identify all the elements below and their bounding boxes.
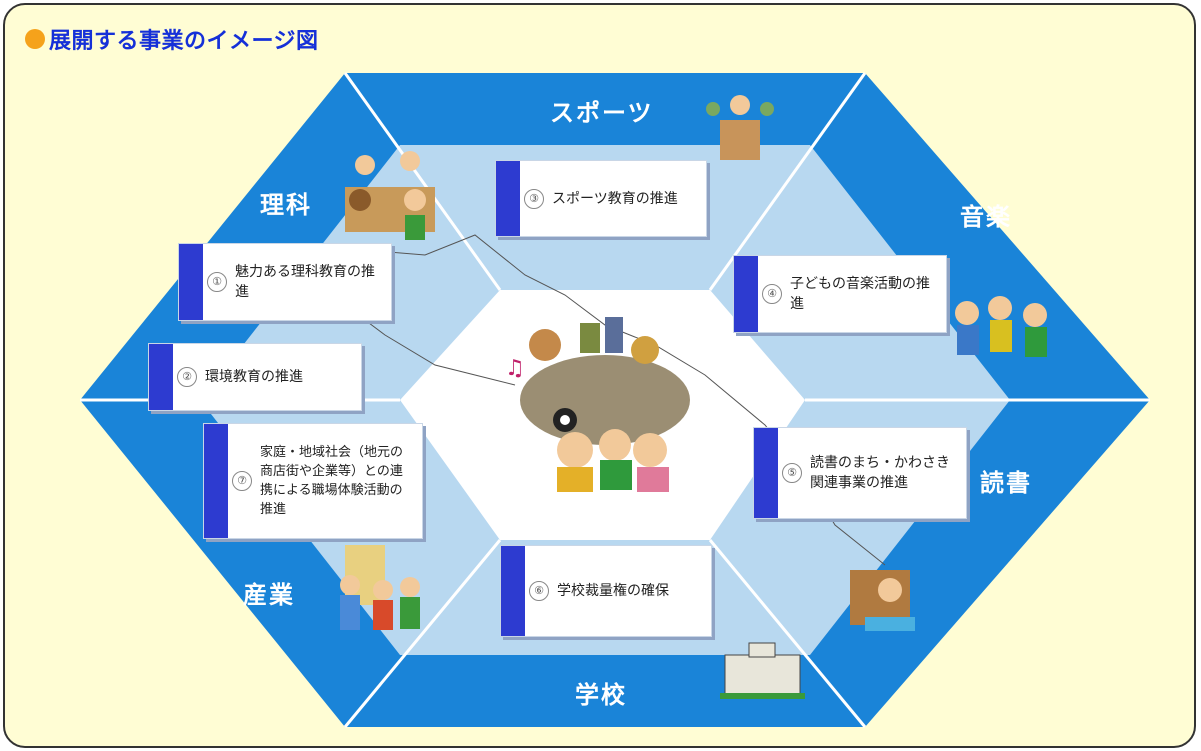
item-number: ②: [177, 367, 197, 387]
bullet-dot-icon: [25, 29, 45, 49]
item-accent-bar: [496, 161, 520, 236]
item-text: 学校裁量権の確保: [557, 583, 669, 599]
item-number: ⑦: [232, 471, 252, 491]
item-accent-bar: [754, 428, 778, 518]
title-row: 展開する事業のイメージ図: [25, 23, 319, 55]
sector-label-music: 音楽: [960, 203, 1012, 231]
item-number: ⑥: [529, 581, 549, 601]
science-illustration: [345, 151, 435, 240]
sector-label-school: 学校: [575, 681, 627, 709]
item-accent-bar: [204, 424, 228, 538]
reading-illustration: [850, 570, 915, 631]
sector-label-reading: 読書: [980, 469, 1032, 497]
divider-line: [343, 539, 502, 728]
item-reading-city: ⑤ 読書のまち・かわさき関連事業の推進: [753, 427, 967, 519]
item-number: ④: [762, 284, 782, 304]
item-accent-bar: [179, 244, 203, 320]
item-number: ③: [524, 188, 544, 209]
item-accent-bar: [149, 344, 173, 410]
item-text: 環境教育の推進: [205, 369, 303, 385]
item-text: 読書のまち・かわさき関連事業の推進: [810, 455, 950, 491]
item-number: ⑤: [782, 463, 802, 483]
item-accent-bar: [734, 256, 758, 332]
divider-line: [708, 539, 867, 728]
sector-label-industry: 産業: [243, 581, 295, 609]
page-title: 展開する事業のイメージ図: [49, 29, 319, 54]
item-text: スポーツ教育の推進: [552, 190, 678, 207]
item-music-activity: ④ 子どもの音楽活動の推進: [733, 255, 947, 333]
item-science-education: ① 魅力ある理科教育の推進: [178, 243, 392, 321]
item-text: 家庭・地域社会（地元の商店街や企業等）との連携による職場体験活動の推進: [260, 445, 404, 517]
item-text: 子どもの音楽活動の推進: [790, 276, 930, 312]
diagram-frame: 展開する事業のイメージ図: [3, 3, 1196, 748]
school-illustration: [720, 642, 805, 699]
center-illustration: ♫: [505, 317, 690, 492]
item-workplace-experience: ⑦ 家庭・地域社会（地元の商店街や企業等）との連携による職場体験活動の推進: [203, 423, 423, 539]
divider-line: [343, 72, 502, 291]
item-accent-bar: [501, 546, 525, 636]
item-environment-education: ② 環境教育の推進: [148, 343, 362, 411]
sports-illustration: [706, 95, 774, 160]
sector-label-science: 理科: [260, 191, 312, 219]
map-outline: [344, 304, 516, 386]
item-number: ①: [207, 272, 227, 292]
item-school-discretion: ⑥ 学校裁量権の確保: [500, 545, 712, 637]
music-illustration: [955, 296, 1047, 357]
industry-illustration: [340, 545, 420, 630]
sector-label-sports: スポーツ: [550, 99, 654, 127]
divider-line: [708, 72, 867, 291]
item-text: 魅力ある理科教育の推進: [235, 264, 375, 300]
item-sports-education: ③ スポーツ教育の推進: [495, 160, 707, 237]
svg-text:♫: ♫: [505, 356, 525, 381]
hexagon-diagram: ♫: [80, 72, 1150, 728]
